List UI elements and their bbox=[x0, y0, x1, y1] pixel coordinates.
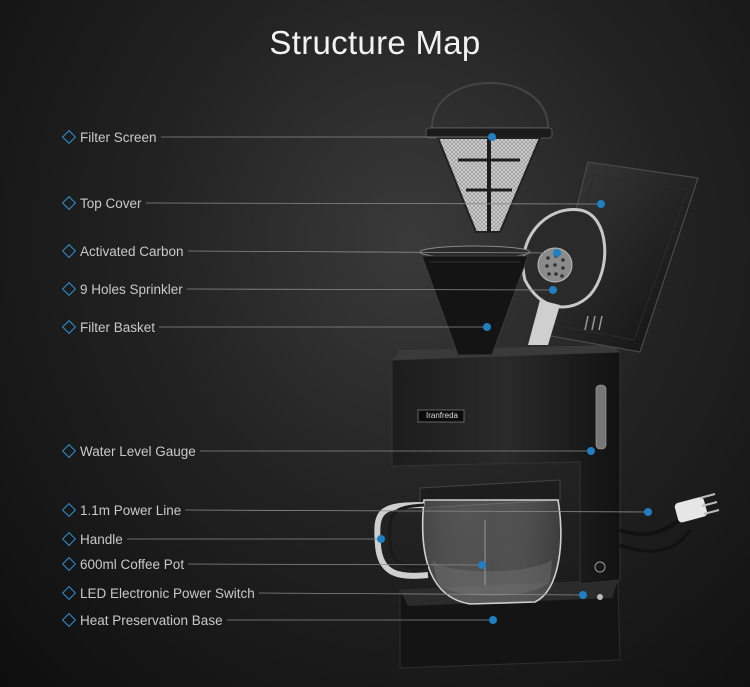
leader-dot bbox=[597, 200, 605, 208]
diagram-title: Structure Map bbox=[269, 24, 481, 61]
callout-power-switch: LED Electronic Power Switch bbox=[61, 585, 255, 601]
diamond-icon bbox=[61, 243, 77, 259]
callout-filter-basket: Filter Basket bbox=[61, 319, 156, 335]
diamond-icon bbox=[61, 281, 77, 297]
callout-label: 1.1m Power Line bbox=[80, 502, 182, 518]
callout-label: LED Electronic Power Switch bbox=[80, 585, 255, 601]
leader-dot bbox=[488, 133, 496, 141]
callout-label: Activated Carbon bbox=[80, 243, 184, 259]
diamond-icon bbox=[61, 531, 77, 547]
leader-line bbox=[145, 202, 602, 205]
callout-label: 600ml Coffee Pot bbox=[80, 556, 185, 572]
filter-basket-shape bbox=[419, 245, 531, 356]
diamond-icon bbox=[61, 319, 77, 335]
diamond-icon bbox=[61, 585, 77, 601]
callout-water-level-gauge: Water Level Gauge bbox=[61, 443, 196, 459]
filter-screen-shape bbox=[425, 82, 553, 233]
leader-dot bbox=[478, 561, 486, 569]
leader-line bbox=[187, 563, 483, 566]
leader-dot bbox=[377, 535, 385, 543]
power-line-shape bbox=[619, 493, 720, 553]
callout-label: Top Cover bbox=[80, 195, 142, 211]
leader-dot bbox=[549, 286, 557, 294]
leader-dot bbox=[579, 591, 587, 599]
diamond-icon bbox=[61, 612, 77, 628]
diamond-icon bbox=[61, 443, 77, 459]
machine-body-shape bbox=[391, 345, 621, 600]
leader-dot bbox=[489, 616, 497, 624]
leader-line bbox=[258, 592, 584, 596]
callout-sprinkler: 9 Holes Sprinkler bbox=[61, 281, 183, 297]
leader-line bbox=[187, 250, 558, 254]
callout-coffee-pot: 600ml Coffee Pot bbox=[61, 556, 185, 572]
callout-label: Handle bbox=[80, 531, 123, 547]
callout-filter-screen: Filter Screen bbox=[61, 129, 157, 145]
callout-leaders bbox=[127, 133, 652, 624]
callout-handle: Handle bbox=[61, 531, 123, 547]
callout-label: Filter Screen bbox=[80, 129, 157, 145]
brand-logo: Iranfreda bbox=[425, 411, 459, 420]
callout-label: 9 Holes Sprinkler bbox=[80, 281, 183, 297]
callout-label: Filter Basket bbox=[80, 319, 156, 335]
callout-power-line: 1.1m Power Line bbox=[61, 502, 182, 518]
diamond-icon bbox=[61, 502, 77, 518]
leader-dot bbox=[587, 447, 595, 455]
diamond-icon bbox=[61, 195, 77, 211]
sprinkler-shape bbox=[521, 208, 607, 345]
callout-heat-base: Heat Preservation Base bbox=[61, 612, 223, 628]
callout-activated-carbon: Activated Carbon bbox=[61, 243, 184, 259]
callout-label: Heat Preservation Base bbox=[80, 612, 223, 628]
diamond-icon bbox=[61, 129, 77, 145]
leader-line bbox=[186, 288, 554, 291]
leader-dot bbox=[553, 249, 561, 257]
diamond-icon bbox=[61, 556, 77, 572]
coffee-pot-shape bbox=[374, 479, 562, 605]
callout-label: Water Level Gauge bbox=[80, 443, 196, 459]
leader-line bbox=[184, 509, 649, 513]
callout-top-cover: Top Cover bbox=[61, 195, 142, 211]
leader-dot bbox=[483, 323, 491, 331]
leader-dot bbox=[644, 508, 652, 516]
